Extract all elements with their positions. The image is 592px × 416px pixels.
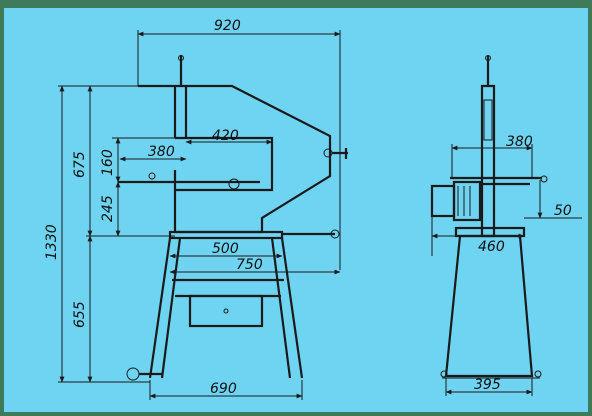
dim-1330: 1330 — [44, 224, 60, 260]
dim-side-460: 460 — [478, 239, 505, 255]
dim-245: 245 — [100, 195, 116, 222]
dim-380: 380 — [148, 144, 175, 160]
dim-500: 500 — [212, 241, 239, 257]
dim-750: 750 — [236, 257, 263, 273]
dim-side-395: 395 — [474, 377, 501, 393]
dim-side-50: 50 — [554, 203, 572, 219]
front-view: 920 420 380 160 675 245 1330 655 500 750 — [44, 18, 348, 400]
blueprint-sheet — [4, 8, 588, 412]
dim-675: 675 — [72, 151, 88, 178]
dim-690: 690 — [210, 381, 237, 397]
dim-655: 655 — [72, 301, 88, 328]
dim-420: 420 — [212, 128, 239, 144]
saw-throat — [175, 136, 274, 192]
side-view: 380 50 460 395 — [430, 55, 582, 396]
dim-side-380: 380 — [506, 134, 533, 150]
dim-920: 920 — [214, 18, 241, 34]
motor-box — [188, 294, 264, 328]
stand-legs — [148, 237, 304, 379]
dim-160: 160 — [100, 149, 116, 176]
